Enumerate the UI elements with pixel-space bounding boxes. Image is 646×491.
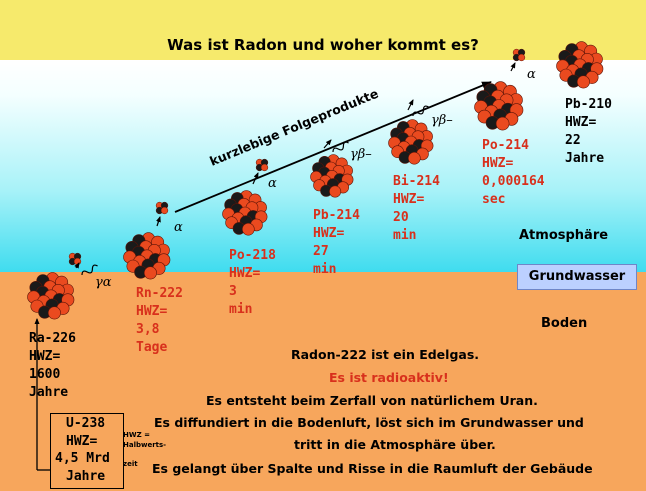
alpha-particle-rn xyxy=(155,201,169,215)
nuclide-unit: Jahre xyxy=(29,385,69,400)
fact-buildings: Es gelangt über Spalte und Risse in die … xyxy=(152,461,593,476)
fact-atmosphere: tritt in die Atmosphäre über. xyxy=(294,437,496,452)
gamma-ray-pb214 xyxy=(332,141,349,153)
nuclide-name: U-238 xyxy=(66,416,106,431)
nucleus-po218 xyxy=(222,190,268,236)
nuclide-hwz: HWZ= xyxy=(29,349,61,364)
zone-groundwater: Grundwasser xyxy=(517,264,637,290)
nuclide-halflife: 4,5 Mrd xyxy=(55,451,110,466)
label-rn222: Rn-222 HWZ= 3,8 Tage xyxy=(136,285,183,357)
emission-arrow-po218 xyxy=(252,172,259,185)
gamma-ray-bi214 xyxy=(412,105,429,117)
hwz-note-line2: Halbwerts- xyxy=(123,441,167,449)
nucleus-pb214 xyxy=(310,154,354,198)
hwz-note-line3: zeit xyxy=(123,460,138,468)
decay-label-rn: α xyxy=(174,220,183,235)
label-po214: Po-214 HWZ= 0,000164 sec xyxy=(482,137,545,209)
nuclide-hwz: HWZ= xyxy=(136,304,168,319)
decay-label-bi214: γβ– xyxy=(431,113,453,128)
emission-arrow-pb214 xyxy=(323,139,332,149)
nuclide-name: Pb-214 xyxy=(313,208,360,223)
nuclide-name: Po-214 xyxy=(482,138,529,153)
nucleus-rn222 xyxy=(123,232,171,280)
decay-label-pb214: γβ– xyxy=(350,147,372,162)
nuclide-name: Po-218 xyxy=(229,248,276,263)
nuclide-unit: min xyxy=(393,228,417,243)
alpha-particle-po214 xyxy=(512,48,526,62)
nuclide-hwz: HWZ= xyxy=(482,156,514,171)
uranium-label: U-238 HWZ= 4,5 Mrd Jahre xyxy=(55,415,110,485)
nuclide-unit: min xyxy=(313,262,337,277)
nuclide-hwz: HWZ= xyxy=(229,266,261,281)
nuclide-unit: Tage xyxy=(136,340,168,355)
short-lived-progeny-arrow xyxy=(174,81,492,213)
zone-atmosphere: Atmosphäre xyxy=(519,228,609,243)
uranium-box: U-238 HWZ= 4,5 Mrd Jahre xyxy=(50,413,124,489)
nuclide-halflife: 3 xyxy=(229,284,237,299)
title-band xyxy=(0,0,646,60)
nucleus-ra226 xyxy=(27,272,75,320)
decay-label-ra: γα xyxy=(95,275,112,290)
zone-soil: Boden xyxy=(541,316,588,331)
soil-background xyxy=(0,272,646,491)
fact-origin: Es entsteht beim Zerfall von natürlichem… xyxy=(206,393,538,408)
nuclide-hwz: HWZ= xyxy=(393,192,425,207)
nuclide-hwz: HWZ= xyxy=(66,433,98,449)
decay-label-po218: α xyxy=(268,176,277,191)
decay-label-po214: α xyxy=(527,67,536,82)
emission-arrow-po214 xyxy=(510,62,516,72)
nuclide-halflife: 20 xyxy=(393,210,409,225)
emission-arrow-bi214 xyxy=(407,99,414,111)
nuclide-unit: min xyxy=(229,302,253,317)
nuclide-unit: Jahre xyxy=(66,468,106,484)
nuclide-halflife: 1600 xyxy=(29,367,61,382)
nucleus-po214 xyxy=(474,81,524,131)
emission-arrow-rn xyxy=(156,216,161,227)
fact-diffusion: Es diffundiert in die Bodenluft, löst si… xyxy=(154,415,584,430)
fact-radioactive: Es ist radioaktiv! xyxy=(329,370,449,385)
nucleus-pb210 xyxy=(556,41,604,89)
emission-arrow-ra xyxy=(74,262,80,269)
nuclide-hwz: HWZ= xyxy=(565,115,597,130)
emissions-layer xyxy=(68,48,526,276)
nuclide-halflife: 0,000164 xyxy=(482,174,545,189)
nuclide-halflife: 27 xyxy=(313,244,329,259)
nuclide-name: Ra-226 xyxy=(29,331,76,346)
label-pb214: Pb-214 HWZ= 27 min xyxy=(313,207,360,279)
nuclide-halflife: 22 xyxy=(565,133,581,148)
nuclide-halflife: 3,8 xyxy=(136,322,160,337)
nuclide-name: Bi-214 xyxy=(393,174,440,189)
fact-noble-gas: Radon-222 ist ein Edelgas. xyxy=(291,347,480,362)
label-po218: Po-218 HWZ= 3 min xyxy=(229,247,276,319)
alpha-particle-po218 xyxy=(255,158,269,172)
nuclide-unit: sec xyxy=(482,192,506,207)
nuclide-unit: Jahre xyxy=(565,151,605,166)
label-ra226: Ra-226 HWZ= 1600 Jahre xyxy=(29,330,76,402)
nuclei-layer xyxy=(27,41,604,320)
slide-title: Was ist Radon und woher kommt es? xyxy=(167,36,479,54)
nuclide-hwz: HWZ= xyxy=(313,226,345,241)
label-bi214: Bi-214 HWZ= 20 min xyxy=(393,173,440,245)
gamma-ray-ra xyxy=(81,264,98,276)
hwz-note-line1: HWZ = xyxy=(123,431,150,439)
nucleus-bi214 xyxy=(388,119,434,165)
label-pb210: Pb-210 HWZ= 22 Jahre xyxy=(565,96,612,168)
nuclide-name: Pb-210 xyxy=(565,97,612,112)
nuclide-name: Rn-222 xyxy=(136,286,183,301)
